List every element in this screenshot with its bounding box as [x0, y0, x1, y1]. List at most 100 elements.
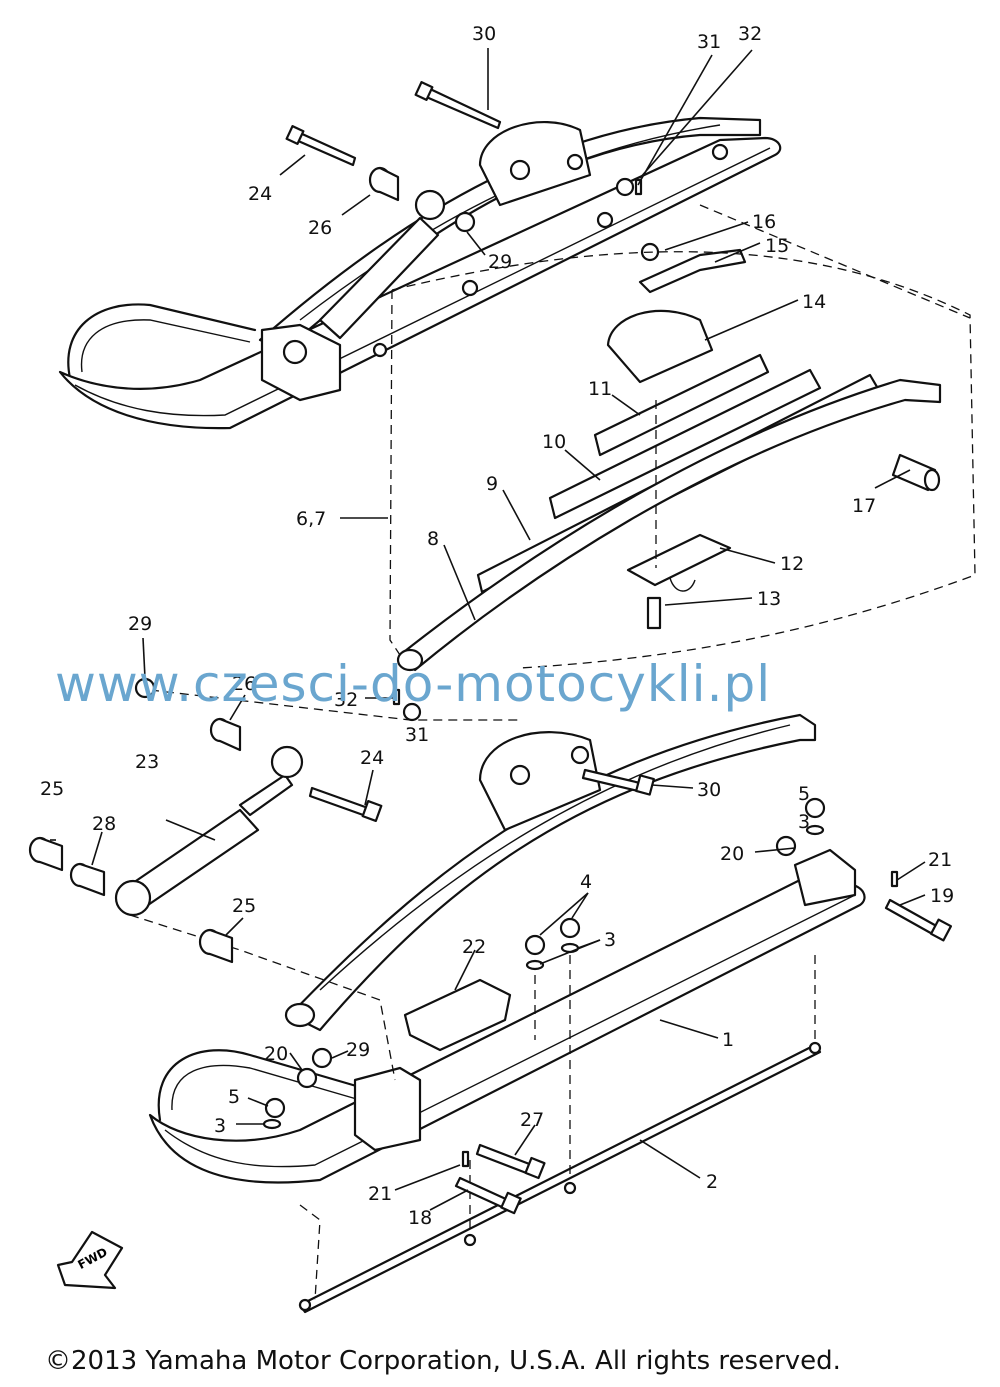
bolt-30-lower	[581, 768, 655, 796]
leader-20-front	[289, 1052, 303, 1071]
callout-13: 13	[757, 588, 781, 610]
cotter-pin-32-lower	[392, 688, 401, 706]
bolt-27-head	[524, 1156, 546, 1180]
bolt-30-upper	[414, 81, 502, 130]
callout-5-front: 5	[228, 1086, 240, 1108]
leader-23	[165, 819, 216, 841]
callout-24-lower: 24	[360, 747, 384, 769]
collar-25-bottom-body	[208, 928, 234, 964]
nut-4-left	[524, 934, 546, 956]
callout-5-rear: 5	[798, 783, 810, 805]
callout-1: 1	[722, 1029, 734, 1051]
leaf-spring-11	[593, 353, 770, 457]
nut-31-lower	[402, 702, 422, 722]
bolt-19	[884, 898, 953, 942]
leader-5-front	[247, 1097, 269, 1107]
assembled-ski	[58, 116, 782, 430]
wear-bar-stud-center	[563, 1181, 577, 1195]
bolt-13	[646, 596, 662, 630]
callout-25-left: 25	[40, 778, 64, 800]
callout-29-upper: 29	[488, 251, 512, 273]
exploded-ski	[148, 713, 866, 1314]
leader-25-bottom	[225, 917, 244, 936]
collar-25-left-body	[38, 836, 64, 872]
callout-3-front: 3	[214, 1115, 226, 1137]
ski-edge-upper	[74, 147, 771, 417]
leader-20-rear	[754, 847, 796, 853]
callout-26-lower: 26	[232, 673, 256, 695]
dash-guide-front-stud	[299, 1204, 321, 1301]
callout-9: 9	[486, 473, 498, 495]
bolt-30-upper-head	[414, 81, 434, 101]
ski-stud-upper	[596, 211, 614, 229]
plate-12	[626, 533, 732, 587]
leader-26-lower	[229, 694, 246, 721]
bolt-30-lower-head	[635, 774, 655, 796]
leader-10	[564, 449, 601, 481]
diagram-canvas: FWD	[28, 23, 976, 1314]
callout-28: 28	[92, 813, 116, 835]
ski-loop-inner-upper	[80, 319, 251, 373]
leader-28	[91, 831, 103, 866]
nut-4-right	[559, 917, 581, 939]
leader-17	[874, 469, 911, 489]
callout-numbers: 30 31 32 24 26 29 16 15 14 11 10 9 8 6,7…	[40, 23, 954, 1229]
leader-22	[454, 949, 476, 991]
leader-13	[664, 597, 753, 606]
callout-22: 22	[462, 936, 486, 958]
spring-seat-14	[606, 309, 714, 384]
nut-20-front	[296, 1067, 318, 1089]
plate-12-curl	[669, 577, 696, 592]
collar-26-lower-body	[218, 717, 242, 752]
callout-32-upper: 32	[738, 23, 762, 45]
cotter-pin-21-front	[461, 1150, 470, 1168]
nut-5-front	[264, 1097, 286, 1119]
bolt-24-upper	[285, 125, 357, 167]
leader-4-left	[539, 892, 589, 936]
collar-25-bottom	[198, 928, 234, 964]
leader-26-upper	[341, 194, 371, 216]
leader-4-right	[571, 892, 589, 919]
nut-31-upper	[615, 177, 635, 197]
watermark-text: www.czesci-do-motocykli.pl	[55, 655, 772, 713]
wear-bar-stud-front	[298, 1298, 312, 1312]
callout-26-upper: 26	[308, 217, 332, 239]
ski-body-upper	[58, 136, 782, 430]
callout-4: 4	[580, 871, 592, 893]
ski-loop-handle-lower	[157, 1049, 372, 1122]
callout-11: 11	[588, 378, 612, 400]
bolt-24-upper-shank	[294, 131, 357, 167]
fwd-arrow-icon	[56, 1230, 124, 1290]
saddle-bolt-upper	[509, 159, 531, 181]
ski-edge-lower	[164, 894, 856, 1168]
callout-30-lower: 30	[697, 779, 721, 801]
bolt-19-head	[929, 918, 953, 942]
leader-18	[429, 1189, 469, 1211]
callout-21-front: 21	[368, 1183, 392, 1205]
callout-17: 17	[852, 495, 876, 517]
saddle-nut-upper	[566, 153, 584, 171]
bushing-17-end	[923, 468, 941, 492]
shock-23-rod	[238, 773, 294, 817]
shock-23-bottom-eye	[114, 879, 152, 917]
leader-32-upper	[639, 49, 753, 179]
callout-27: 27	[520, 1109, 544, 1131]
spring-stack-lower	[288, 713, 817, 1032]
spring-line-lower	[319, 724, 791, 991]
leaf-spring-10	[548, 368, 822, 520]
wear-bar-stud-rear	[808, 1041, 822, 1055]
collar-28-body	[78, 862, 106, 897]
callout-29-front: 29	[346, 1039, 370, 1061]
leader-9	[502, 489, 531, 541]
callout-3-center: 3	[604, 929, 616, 951]
nut-29-upper	[454, 211, 476, 233]
callout-31-lower: 31	[405, 724, 429, 746]
saddle-upper	[478, 121, 592, 207]
shock-body-upper	[318, 216, 440, 340]
callout-10: 10	[542, 431, 566, 453]
nut-5-rear	[804, 797, 826, 819]
nut-upper-rear	[711, 143, 729, 161]
leader-2	[639, 1139, 701, 1179]
callout-21-rear: 21	[928, 849, 952, 871]
